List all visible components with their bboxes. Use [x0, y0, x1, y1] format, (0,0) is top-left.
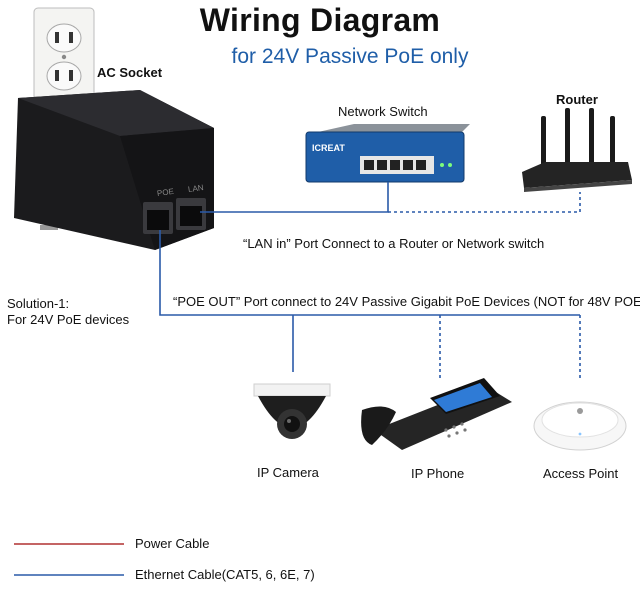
diagram-subtitle: for 24V Passive PoE only: [231, 45, 469, 68]
access-point-label: Access Point: [543, 466, 619, 481]
poe-out-label: “POE OUT” Port connect to 24V Passive Gi…: [173, 294, 640, 309]
poe-injector-icon: [14, 90, 214, 250]
legend-ethernet-cable-label: Ethernet Cable(CAT5, 6, 6E, 7): [135, 567, 315, 582]
ethernet-cable-lan-to-router: [388, 192, 581, 213]
router-label: Router: [556, 92, 598, 107]
network-switch-label: Network Switch: [338, 104, 428, 119]
legend-power-cable-label: Power Cable: [135, 536, 210, 551]
ip-camera-icon: [253, 383, 331, 439]
ac-socket-label: AC Socket: [97, 65, 163, 80]
lan-in-label: “LAN in” Port Connect to a Router or Net…: [243, 236, 545, 251]
diagram-title: Wiring Diagram: [199, 2, 441, 38]
solution-description: For 24V PoE devices: [7, 312, 130, 327]
router-icon: [522, 108, 632, 192]
network-switch-icon: [305, 124, 470, 183]
solution-title: Solution-1:: [7, 296, 70, 311]
access-point-icon: [533, 401, 627, 451]
switch-brand-label: ICREAT: [312, 143, 345, 153]
ac-socket-icon: [33, 7, 95, 101]
ip-phone-icon: [361, 378, 512, 450]
ip-camera-label: IP Camera: [257, 465, 319, 480]
ethernet-cable-lan-to-switch: [200, 182, 389, 213]
ip-phone-label: IP Phone: [411, 466, 465, 481]
